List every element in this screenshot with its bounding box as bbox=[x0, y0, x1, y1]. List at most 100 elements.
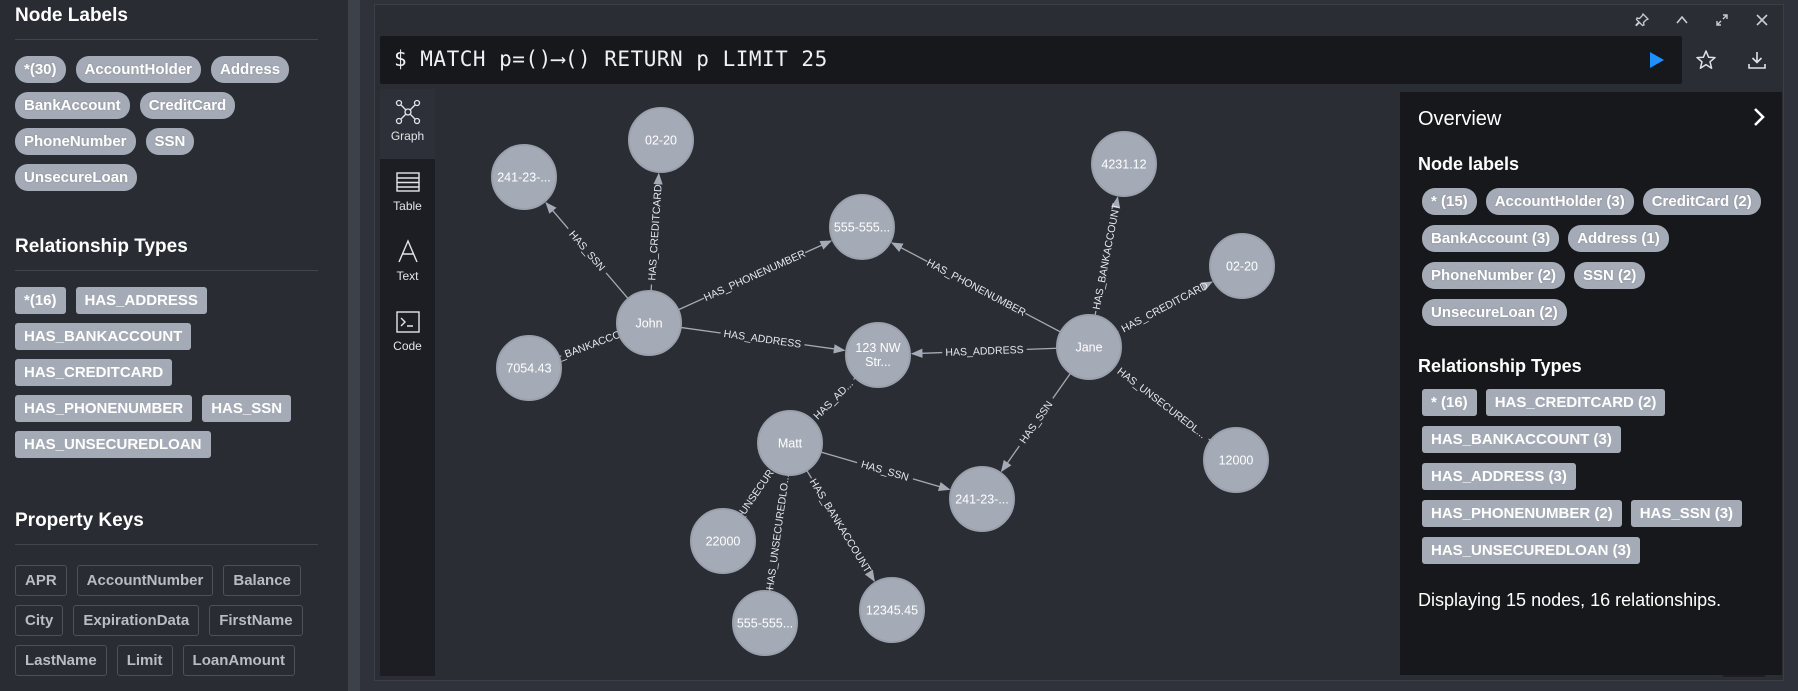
relationship-edge[interactable]: HAS_PHONENUMBER bbox=[677, 240, 833, 311]
node-label-pill[interactable]: UnsecureLoan bbox=[15, 164, 138, 191]
graph-node-bal2[interactable]: 12345.45 bbox=[859, 577, 925, 643]
view-text-button[interactable]: Text bbox=[380, 229, 435, 299]
close-icon[interactable] bbox=[1751, 12, 1773, 34]
edge-arrow[interactable] bbox=[545, 201, 569, 230]
property-key-pill[interactable]: City bbox=[15, 605, 64, 636]
node-label-pill[interactable]: PhoneNumber bbox=[15, 128, 136, 155]
node-circle[interactable] bbox=[732, 590, 798, 656]
edge-arrow[interactable] bbox=[910, 348, 943, 358]
edge-arrow[interactable] bbox=[804, 240, 833, 254]
edge-line[interactable] bbox=[806, 469, 813, 479]
overview-relationship-type-pill[interactable]: * (16) bbox=[1422, 389, 1477, 416]
graph-canvas[interactable]: HAS_SSN HAS_CREDITCARD HAS_PHONENUMBER HAS_… bbox=[435, 89, 1280, 676]
node-label-pill[interactable]: BankAccount bbox=[15, 92, 130, 119]
node-circle[interactable] bbox=[1209, 233, 1275, 299]
property-key-pill[interactable]: ExpirationData bbox=[73, 605, 200, 636]
graph-node-cc2[interactable]: 02-20 bbox=[1209, 233, 1275, 299]
graph-node-bal1[interactable]: 4231.12 bbox=[1091, 131, 1157, 197]
edge-line[interactable] bbox=[677, 297, 705, 311]
node-circle[interactable] bbox=[1056, 314, 1122, 380]
relationship-edge[interactable]: HAS_SSN bbox=[820, 451, 951, 492]
overview-relationship-type-pill[interactable]: HAS_ADDRESS (3) bbox=[1422, 463, 1576, 490]
node-circle[interactable] bbox=[690, 508, 756, 574]
relationship-edge[interactable]: HAS_BANKACCOUNT bbox=[1091, 196, 1123, 316]
relationship-type-pill[interactable]: HAS_BANKACCOUNT bbox=[15, 323, 192, 350]
graph-node-jane[interactable]: Jane bbox=[1056, 314, 1122, 380]
query-text[interactable]: $ MATCH p=()⟶() RETURN p LIMIT 25 bbox=[394, 47, 828, 71]
view-table-button[interactable]: Table bbox=[380, 159, 435, 229]
edge-line[interactable] bbox=[680, 326, 721, 334]
node-circle[interactable] bbox=[616, 290, 682, 356]
edge-arrow[interactable] bbox=[864, 569, 875, 582]
edge-arrow[interactable] bbox=[1111, 196, 1121, 209]
relationship-edge[interactable]: HAS_SSN bbox=[545, 201, 629, 300]
edge-line[interactable] bbox=[1052, 372, 1072, 399]
relationship-type-pill[interactable]: HAS_PHONENUMBER bbox=[15, 395, 193, 422]
relationship-type-pill[interactable]: *(16) bbox=[15, 287, 66, 314]
edge-arrow[interactable] bbox=[804, 344, 846, 354]
relationship-edge[interactable]: HAS_ADDRESS bbox=[680, 326, 846, 354]
overview-node-label-pill[interactable]: CreditCard (2) bbox=[1642, 188, 1761, 215]
graph-node-phone1[interactable]: 555-555... bbox=[829, 194, 895, 260]
property-key-pill[interactable]: LastName bbox=[15, 645, 107, 676]
expand-icon[interactable] bbox=[1711, 12, 1733, 34]
node-circle[interactable] bbox=[628, 107, 694, 173]
overview-node-label-pill[interactable]: * (15) bbox=[1422, 188, 1477, 215]
node-circle[interactable] bbox=[829, 194, 895, 260]
relationship-type-pill[interactable]: HAS_SSN bbox=[202, 395, 292, 422]
play-icon[interactable] bbox=[1646, 50, 1666, 70]
collapse-icon[interactable] bbox=[1671, 12, 1693, 34]
edge-line[interactable] bbox=[605, 272, 629, 300]
graph-node-ssn2[interactable]: 241-23-... bbox=[949, 466, 1015, 532]
pin-icon[interactable] bbox=[1631, 12, 1653, 34]
graph-node-john[interactable]: John bbox=[616, 290, 682, 356]
property-key-pill[interactable]: Limit bbox=[116, 645, 173, 676]
property-key-pill[interactable]: LoanAmount bbox=[182, 645, 296, 676]
graph-node-cc1[interactable]: 02-20 bbox=[628, 107, 694, 173]
overview-node-label-pill[interactable]: PhoneNumber (2) bbox=[1422, 262, 1566, 289]
edge-arrow[interactable] bbox=[891, 242, 928, 263]
relationship-edge[interactable]: HAS_PHONENUMBER bbox=[891, 242, 1062, 333]
relationship-type-pill[interactable]: HAS_CREDITCARD bbox=[15, 359, 173, 386]
relationship-edge[interactable]: HAS_UNSECUREDL... bbox=[1112, 364, 1221, 450]
relationship-edge[interactable]: HAS_CREDITCARD bbox=[1116, 279, 1213, 335]
view-code-button[interactable]: Code bbox=[380, 299, 435, 369]
relationship-edge[interactable]: HAS_CREDITCARD bbox=[646, 172, 665, 292]
overview-node-label-pill[interactable]: BankAccount (3) bbox=[1422, 225, 1560, 252]
node-label-pill[interactable]: SSN bbox=[145, 128, 195, 155]
node-label-pill[interactable]: CreditCard bbox=[139, 92, 236, 119]
overview-node-label-pill[interactable]: Address (1) bbox=[1568, 225, 1669, 252]
property-key-pill[interactable]: APR bbox=[15, 565, 67, 596]
edge-line[interactable] bbox=[1026, 347, 1058, 351]
star-icon[interactable] bbox=[1695, 49, 1717, 71]
relationship-type-pill[interactable]: HAS_UNSECUREDLOAN bbox=[15, 431, 211, 458]
graph-node-phone2[interactable]: 555-555... bbox=[732, 590, 798, 656]
relationship-edge[interactable]: HAS_ADDRESS bbox=[910, 344, 1058, 359]
edge-arrow[interactable] bbox=[912, 478, 951, 492]
overview-relationship-type-pill[interactable]: HAS_CREDITCARD (2) bbox=[1485, 389, 1666, 416]
query-editor[interactable]: $ MATCH p=()⟶() RETURN p LIMIT 25 bbox=[380, 36, 1682, 84]
view-graph-button[interactable]: Graph bbox=[380, 89, 435, 159]
sidebar-scrollbar[interactable] bbox=[348, 0, 360, 691]
graph-node-loan1[interactable]: 12000 bbox=[1203, 427, 1269, 493]
property-key-pill[interactable]: FirstName bbox=[209, 605, 303, 636]
property-key-pill[interactable]: AccountNumber bbox=[76, 565, 214, 596]
node-label-pill[interactable]: Address bbox=[211, 56, 290, 83]
node-label-pill[interactable]: *(30) bbox=[15, 56, 66, 83]
node-circle[interactable] bbox=[491, 144, 557, 210]
chevron-right-icon[interactable] bbox=[1750, 106, 1768, 128]
overview-relationship-type-pill[interactable]: HAS_UNSECUREDLOAN (3) bbox=[1422, 537, 1641, 564]
node-circle[interactable] bbox=[845, 322, 911, 388]
node-label-pill[interactable]: AccountHolder bbox=[75, 56, 202, 83]
node-circle[interactable] bbox=[949, 466, 1015, 532]
download-icon[interactable] bbox=[1746, 49, 1768, 71]
graph-node-acct1[interactable]: 7054.43 bbox=[496, 335, 562, 401]
property-key-pill[interactable]: Balance bbox=[223, 565, 301, 596]
node-circle[interactable] bbox=[1203, 427, 1269, 493]
overview-relationship-type-pill[interactable]: HAS_PHONENUMBER (2) bbox=[1422, 500, 1622, 527]
relationship-edge[interactable]: HAS_UNSECUREDLO... bbox=[763, 467, 792, 601]
graph-node-ssn1[interactable]: 241-23-... bbox=[491, 144, 557, 210]
overview-node-label-pill[interactable]: AccountHolder (3) bbox=[1485, 188, 1634, 215]
node-circle[interactable] bbox=[1091, 131, 1157, 197]
edge-arrow[interactable] bbox=[1200, 281, 1213, 291]
